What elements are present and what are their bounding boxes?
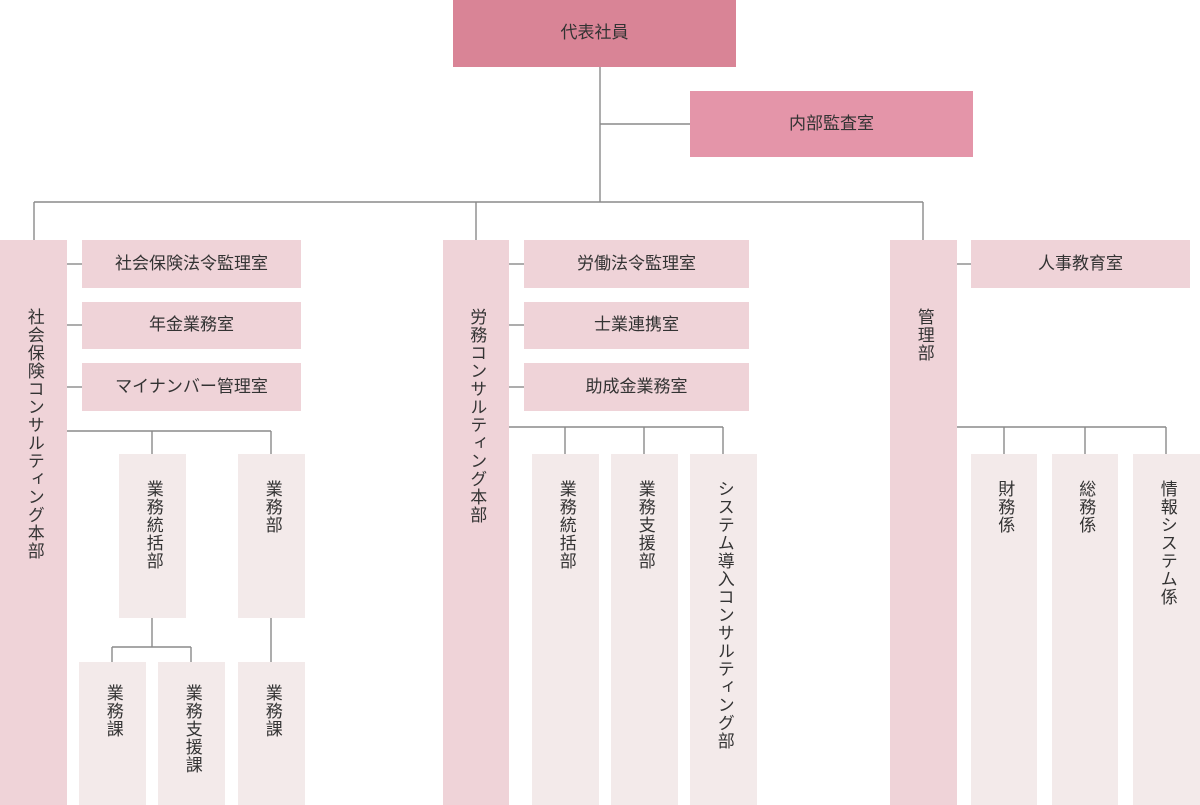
section-label: 情報システム係 (1156, 480, 1177, 606)
staff-social-law-office: 社会保険法令監理室 (82, 240, 301, 288)
staff-label: マイナンバー管理室 (115, 376, 268, 397)
division-labor-consulting-label: 労務コンサルティング本部 (466, 308, 487, 524)
internal-audit-label: 内部監査室 (789, 113, 874, 134)
section-operations-a: 業務課 (79, 662, 146, 805)
staff-mynumber-office: マイナンバー管理室 (82, 363, 301, 411)
section-label: 財務係 (994, 480, 1015, 534)
staff-label: 人事教育室 (1038, 253, 1123, 274)
internal-audit-box: 内部監査室 (690, 91, 973, 157)
department-system-consulting: システム導入コンサルティング部 (690, 454, 757, 805)
department-operations: 業務部 (238, 454, 305, 618)
ceo-label: 代表社員 (560, 23, 629, 44)
ceo-box: 代表社員 (453, 0, 736, 67)
division-social-insurance-label: 社会保険コンサルティング本部 (23, 308, 44, 560)
department-general-affairs: 業務統括部 (119, 454, 186, 618)
section-finance: 財務係 (971, 454, 1037, 805)
department-label: 業務統括部 (142, 480, 163, 570)
department-label: 業務支援部 (634, 480, 655, 570)
section-label: 業務課 (261, 684, 282, 738)
department-labor-support: 業務支援部 (611, 454, 678, 805)
staff-label: 労働法令監理室 (577, 253, 696, 274)
section-label: 業務支援課 (181, 684, 202, 774)
division-social-insurance: 社会保険コンサルティング本部 (0, 240, 67, 805)
division-administration-label: 管理部 (913, 308, 934, 362)
staff-pension-office: 年金業務室 (82, 302, 301, 349)
section-information-systems: 情報システム係 (1133, 454, 1200, 805)
section-operations-support: 業務支援課 (158, 662, 225, 805)
section-label: 業務課 (102, 684, 123, 738)
division-labor-consulting: 労務コンサルティング本部 (443, 240, 509, 805)
department-labor-general: 業務統括部 (532, 454, 599, 805)
staff-subsidy-office: 助成金業務室 (524, 363, 749, 411)
division-administration: 管理部 (890, 240, 957, 805)
staff-label: 士業連携室 (594, 315, 679, 336)
department-label: 業務部 (261, 480, 282, 534)
section-operations-b: 業務課 (238, 662, 305, 805)
staff-label: 年金業務室 (149, 315, 234, 336)
department-label: 業務統括部 (555, 480, 576, 570)
section-general-affairs: 総務係 (1052, 454, 1118, 805)
department-label: システム導入コンサルティング部 (713, 480, 734, 750)
staff-professional-liaison-office: 士業連携室 (524, 302, 749, 349)
staff-labor-law-office: 労働法令監理室 (524, 240, 749, 288)
staff-label: 社会保険法令監理室 (115, 253, 268, 274)
section-label: 総務係 (1075, 480, 1096, 534)
staff-label: 助成金業務室 (585, 376, 688, 397)
staff-hr-education-office: 人事教育室 (971, 240, 1190, 288)
